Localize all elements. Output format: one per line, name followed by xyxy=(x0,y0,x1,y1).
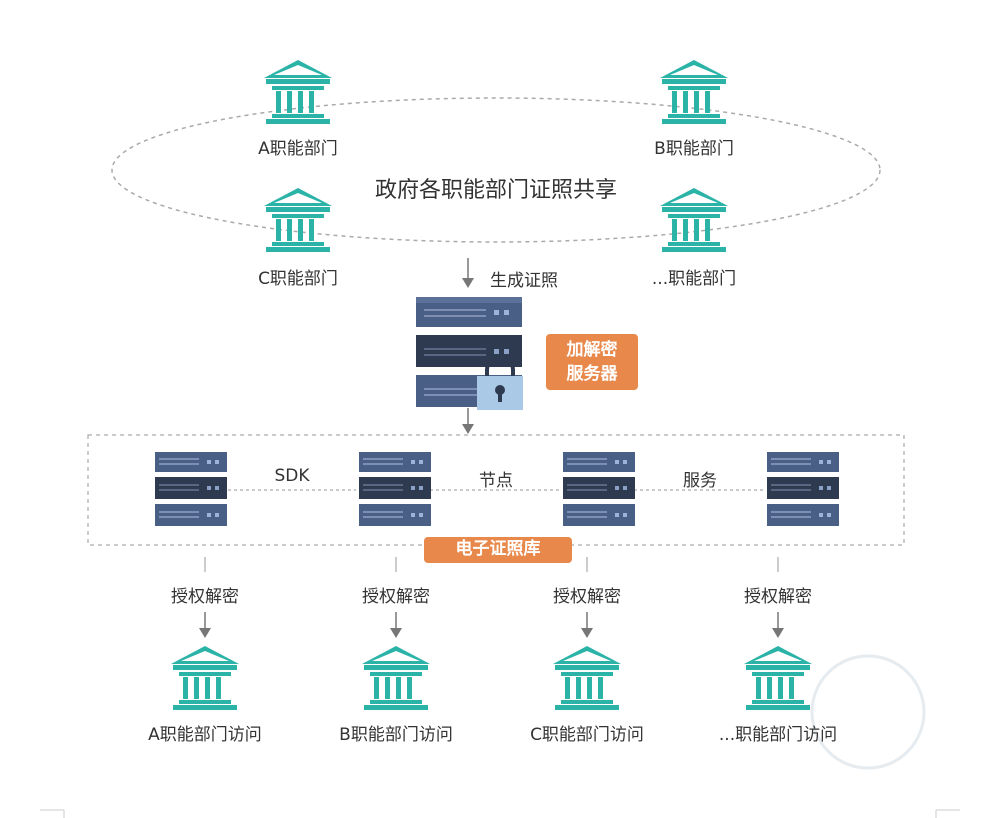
arrow-head-icon xyxy=(462,424,474,434)
lock-icon xyxy=(477,355,523,410)
auth-decrypt-label: 授权解密 xyxy=(171,587,239,607)
sharing-title: 政府各职能部门证照共享 xyxy=(374,178,618,203)
building-icon xyxy=(264,188,332,252)
sharing-ellipse xyxy=(111,97,881,243)
access-label-a: A职能部门访问 xyxy=(148,725,262,745)
arrow-head-icon xyxy=(462,278,474,288)
department-label-other: ...职能部门 xyxy=(651,269,737,289)
arrow-head-icon xyxy=(199,628,211,638)
access-label-b: B职能部门访问 xyxy=(339,725,453,745)
arrow-head-icon xyxy=(390,628,402,638)
access-label-c: C职能部门访问 xyxy=(530,725,644,745)
network-label-node: 节点 xyxy=(479,471,513,491)
encryption-server-badge: 加解密 服务器 xyxy=(546,334,638,390)
network-label-service: 服务 xyxy=(683,471,717,491)
building-icon xyxy=(660,188,728,252)
encryption-server-line1: 加解密 xyxy=(566,340,618,360)
license-library-badge: 电子证照库 xyxy=(424,537,572,563)
department-label-a: A职能部门 xyxy=(258,139,338,159)
department-label-b: B职能部门 xyxy=(654,139,734,159)
building-icon xyxy=(362,646,430,710)
node-server-icon xyxy=(767,452,839,526)
auth-decrypt-label: 授权解密 xyxy=(744,587,812,607)
building-icon xyxy=(264,60,332,124)
node-server-icon xyxy=(359,452,431,526)
arrow-head-icon xyxy=(581,628,593,638)
building-icon xyxy=(553,646,621,710)
auth-decrypt-label: 授权解密 xyxy=(553,587,621,607)
network-box xyxy=(87,434,905,546)
node-server-icon xyxy=(155,452,227,526)
building-icon xyxy=(171,646,239,710)
generate-certificate-label: 生成证照 xyxy=(490,271,558,291)
department-label-c: C职能部门 xyxy=(258,269,338,289)
access-label-other: ...职能部门访问 xyxy=(718,725,838,745)
network-label-sdk: SDK xyxy=(274,466,310,486)
arrow-head-icon xyxy=(772,628,784,638)
auth-decrypt-label: 授权解密 xyxy=(362,587,430,607)
building-icon xyxy=(660,60,728,124)
building-icon xyxy=(744,646,812,710)
encryption-server-line2: 服务器 xyxy=(566,364,618,384)
watermark-seal-icon xyxy=(810,654,926,770)
node-server-icon xyxy=(563,452,635,526)
